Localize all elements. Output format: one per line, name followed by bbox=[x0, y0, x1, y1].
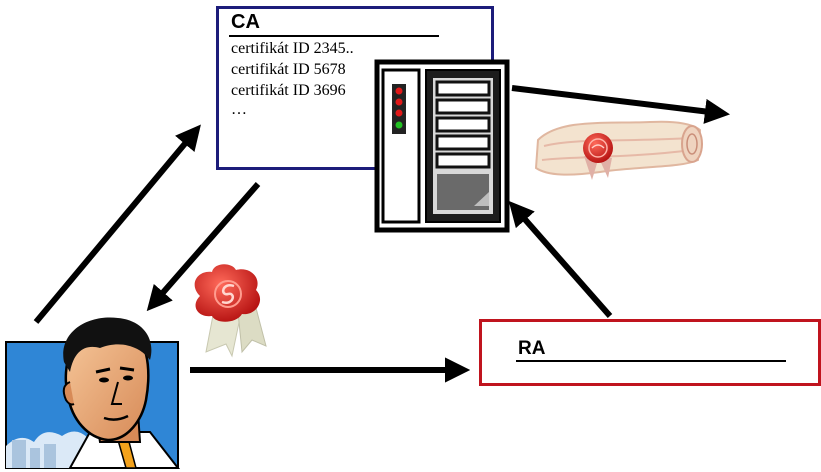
arrow-user-to-ca bbox=[33, 124, 201, 324]
arrow-server-to-scroll bbox=[511, 85, 731, 124]
certificate-entry: certifikát ID 5678 bbox=[231, 61, 346, 78]
certificate-scroll-icon bbox=[534, 120, 703, 180]
user-portrait-icon bbox=[5, 317, 181, 469]
arrow-ca-to-user bbox=[146, 182, 261, 312]
ca-title-underline bbox=[229, 35, 439, 37]
ra-box: RA bbox=[479, 319, 821, 386]
certificate-entry: certifikát ID 3696 bbox=[231, 82, 346, 99]
certificate-entry: certifikát ID 2345.. bbox=[231, 40, 354, 57]
ra-title: RA bbox=[518, 338, 546, 359]
ca-title: CA bbox=[231, 11, 260, 33]
server-icon bbox=[374, 59, 510, 233]
arrow-ra-to-server bbox=[508, 200, 613, 318]
wax-seal-icon bbox=[194, 264, 267, 358]
ra-title-underline bbox=[516, 360, 786, 362]
certificate-entry-ellipsis: … bbox=[231, 101, 247, 118]
